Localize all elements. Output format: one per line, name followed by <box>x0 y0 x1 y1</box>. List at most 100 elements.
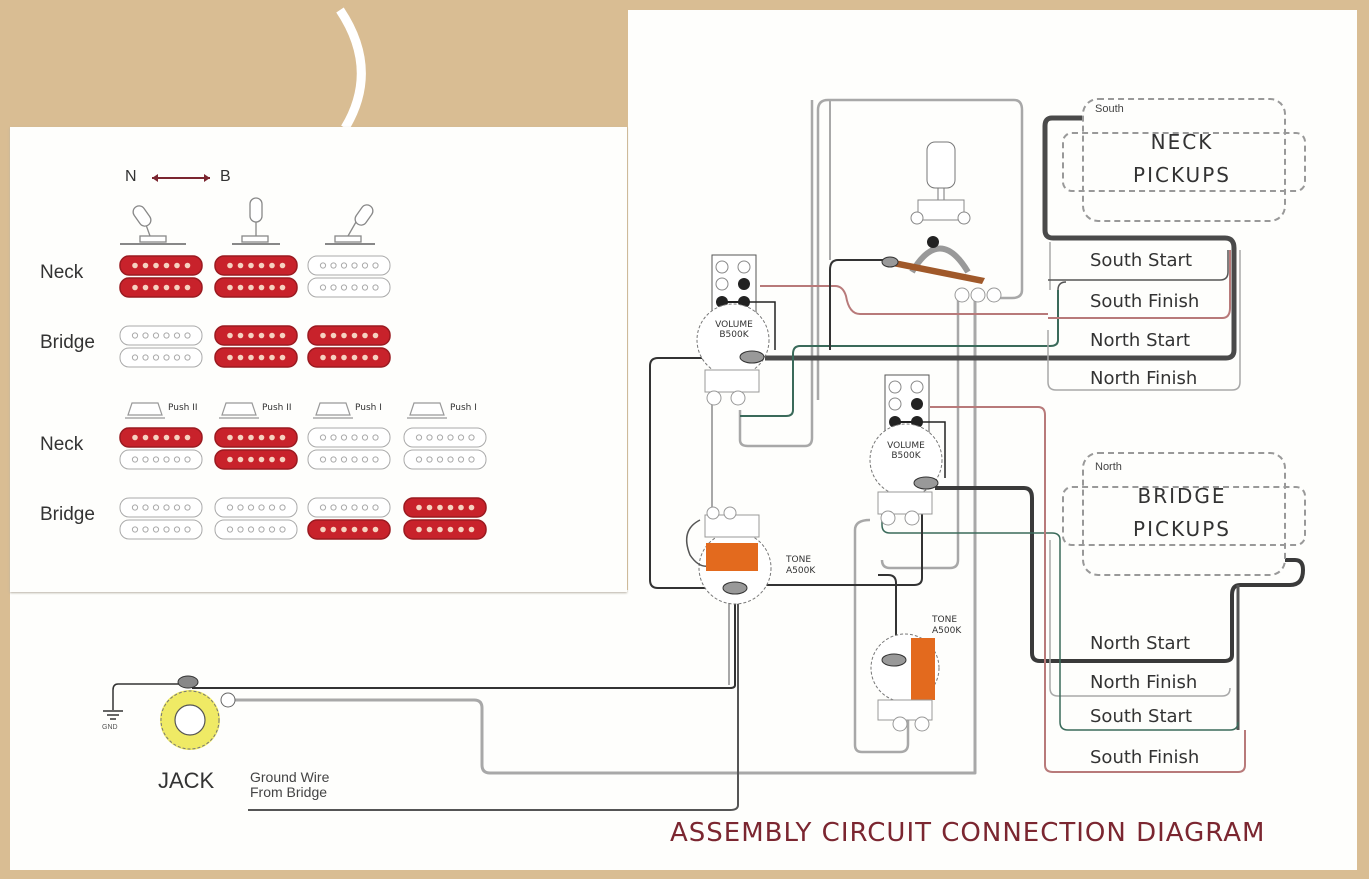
neck-wire-label: South Finish <box>1090 291 1200 312</box>
humbucker-coil <box>403 519 487 540</box>
wire-south-finish <box>1048 250 1231 319</box>
volume-1-label-2: B500K <box>719 330 749 340</box>
wire-green-vol2 <box>881 495 1061 541</box>
wire-gray-jack <box>232 300 977 775</box>
wire-north-start-green <box>740 290 1059 417</box>
push-label-3: Push I <box>355 403 382 413</box>
wire-north-finish-bridge <box>1049 540 1231 697</box>
jack-icon <box>160 675 236 750</box>
wire-ground-bridge <box>248 590 739 811</box>
humbucker-coil <box>119 255 203 276</box>
wire-south-start <box>1048 250 1229 281</box>
bridge-wire-label: North Start <box>1090 633 1191 654</box>
row-label-neck: Neck <box>40 262 84 283</box>
humbucker-coil <box>307 497 391 518</box>
wire-vol1-red <box>760 285 1048 315</box>
bridge-pickup-cable <box>935 486 1305 663</box>
ground-wire-label: Ground Wire From Bridge <box>250 770 329 800</box>
bridge-wire-label: South Finish <box>1090 747 1200 768</box>
wire-gray-vol1 <box>738 100 814 448</box>
ground-label: GND <box>102 724 118 731</box>
push-knob-icon-1 <box>125 402 165 419</box>
volume-2-label-2: B500K <box>891 451 921 461</box>
push-label-1: Push II <box>168 403 198 413</box>
humbucker-coil <box>307 277 391 298</box>
tone-1-label-1: TONE <box>786 555 812 565</box>
humbucker-coil <box>119 497 203 518</box>
tone-1-label-2: A500K <box>786 566 816 576</box>
humbucker-coil <box>307 255 391 276</box>
wiring-panel <box>628 10 1357 870</box>
neck-wire-label: North Start <box>1090 330 1191 351</box>
humbucker-coil <box>214 255 298 276</box>
tone-pot-2 <box>870 633 940 732</box>
volume-2-label: VOLUME B500K <box>884 441 928 461</box>
humbucker-coil <box>214 519 298 540</box>
humbucker-coil <box>403 427 487 448</box>
wire-south-finish-bridge <box>930 406 1246 773</box>
neck-pickup-outline-inner <box>1062 132 1306 192</box>
wire-tone2-black <box>878 574 897 660</box>
humbucker-coil <box>119 449 203 470</box>
humbucker-coil <box>307 519 391 540</box>
wire-gray-top <box>816 98 1024 400</box>
neck-pickup-cable <box>765 115 1237 361</box>
humbucker-coil <box>214 497 298 518</box>
wire-gray-tone2 <box>853 518 910 754</box>
volume-1-label: VOLUME B500K <box>712 320 756 340</box>
humbucker-coil <box>119 277 203 298</box>
humbucker-grid <box>119 255 487 540</box>
volume-1-label-1: VOLUME <box>715 320 753 330</box>
neck-pickup-outline <box>1082 98 1286 222</box>
tone-2-label-1: TONE <box>932 615 958 625</box>
bridge-pickup-outline-inner <box>1062 486 1306 546</box>
double-arrow-icon <box>152 174 210 182</box>
humbucker-coil <box>307 347 391 368</box>
humbucker-coil <box>119 427 203 448</box>
direction-neck-label: N <box>125 168 137 185</box>
bridge-pickup-title-2: PICKUPS <box>1133 517 1231 541</box>
push-knob-icon-4 <box>407 402 447 419</box>
direction-bridge-label: B <box>220 168 231 185</box>
humbucker-coil <box>307 325 391 346</box>
bridge-pickup-outline <box>1082 452 1286 576</box>
row-label-bridge-push: Bridge <box>40 504 95 525</box>
push-label-2: Push II <box>262 403 292 413</box>
neck-pickup-title: NECK PICKUPS <box>1082 126 1282 192</box>
tone-1-label: TONE A500K <box>786 555 815 577</box>
humbucker-coil <box>214 277 298 298</box>
capacitor-icon <box>706 543 758 571</box>
wire-vol1-black <box>649 357 760 589</box>
humbucker-coil <box>214 449 298 470</box>
bridge-wire-label: South Start <box>1090 706 1193 727</box>
toggle-switch-icon-middle <box>232 197 280 245</box>
row-label-neck-push: Neck <box>40 434 84 455</box>
three-way-switch <box>881 141 1002 303</box>
humbucker-coil <box>119 325 203 346</box>
push-knob-icon-2 <box>219 402 259 419</box>
diagram-title: ASSEMBLY CIRCUIT CONNECTION DIAGRAM <box>670 818 1266 848</box>
bridge-pickup-pole: North <box>1095 461 1122 473</box>
humbucker-coil <box>214 347 298 368</box>
decorative-arc <box>336 7 366 130</box>
tone-pot-1 <box>685 506 772 605</box>
wire-ground <box>112 683 185 710</box>
toggle-switch-icon-neck <box>120 205 186 245</box>
humbucker-coil <box>307 449 391 470</box>
neck-pickup-title-2: PICKUPS <box>1133 163 1231 187</box>
wiring-panel-lower <box>10 590 650 870</box>
tone-2-label: TONE A500K <box>932 615 961 637</box>
humbucker-coil <box>403 449 487 470</box>
tone-2-label-2: A500K <box>932 626 962 636</box>
humbucker-coil <box>119 519 203 540</box>
capacitor-icon <box>911 638 935 700</box>
bridge-pickup-title: BRIDGE PICKUPS <box>1082 480 1282 546</box>
neck-wire-label: South Start <box>1090 250 1193 271</box>
push-label-4: Push I <box>450 403 477 413</box>
wire-vol2-black <box>742 485 923 586</box>
row-label-bridge: Bridge <box>40 332 95 353</box>
volume-2-label-1: VOLUME <box>887 441 925 451</box>
push-knob-icon-3 <box>313 402 353 419</box>
bridge-pickup-title-1: BRIDGE <box>1137 484 1227 508</box>
